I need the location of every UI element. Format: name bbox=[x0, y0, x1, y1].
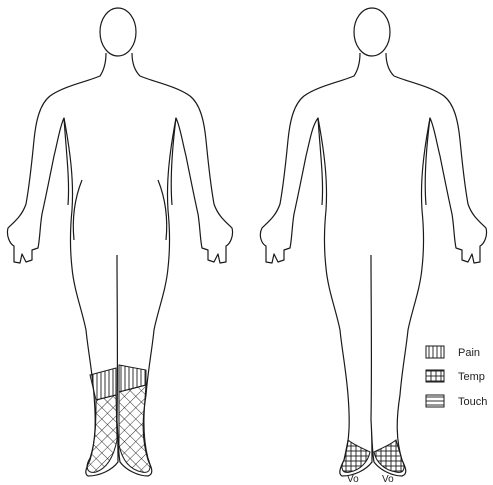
front-head bbox=[100, 8, 136, 56]
back-left-foot-annotation: Vo bbox=[347, 474, 359, 485]
legend-item-touch: Touch bbox=[426, 395, 487, 408]
legend-swatch-temp bbox=[426, 370, 444, 382]
legend-swatch-pain bbox=[426, 346, 444, 358]
legend-swatch-touch bbox=[426, 395, 444, 407]
back-figure bbox=[260, 8, 486, 476]
front-hip-left bbox=[158, 180, 167, 240]
legend-item-temp: Temp bbox=[426, 370, 485, 383]
back-body-outline bbox=[260, 53, 486, 476]
legend-item-pain: Pain bbox=[426, 346, 480, 359]
legend-label-touch: Touch bbox=[458, 396, 487, 408]
back-right-foot-annotation: Vo bbox=[382, 474, 394, 485]
front-hip-right bbox=[73, 180, 82, 240]
legend-label-temp: Temp bbox=[458, 371, 485, 383]
legend-label-pain: Pain bbox=[458, 347, 480, 359]
back-head bbox=[354, 8, 390, 56]
front-left-foot-temp bbox=[87, 395, 117, 472]
legend: Pain Temp Touch bbox=[426, 346, 487, 408]
front-right-foot-temp bbox=[119, 385, 150, 472]
